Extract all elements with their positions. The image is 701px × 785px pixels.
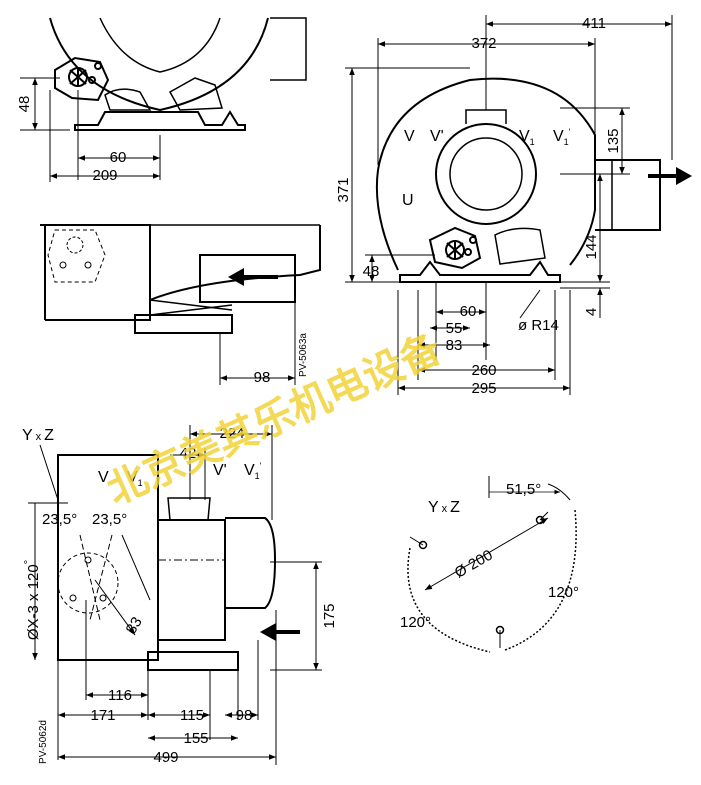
mount-lug — [54, 56, 110, 102]
dim-171: 171 — [90, 707, 115, 724]
dim-98-bottom: 98 — [236, 707, 253, 724]
bolt-spec: ØX-3 x 120° — [23, 560, 42, 640]
angle-120-left: 120° — [400, 614, 431, 631]
base-plate — [134, 314, 233, 334]
top-right-view — [375, 77, 661, 283]
outlet-flange-plate — [600, 159, 613, 231]
fan-symbol-right — [445, 236, 477, 260]
volute-outline — [375, 77, 596, 271]
dim-55: 55 — [446, 320, 463, 337]
inlet-ring — [435, 123, 537, 225]
top-left-view — [49, 17, 307, 131]
chamber — [494, 227, 546, 265]
top-right-dims — [345, 15, 673, 395]
top-nozzle — [167, 497, 211, 521]
inlet-cylinder — [158, 519, 226, 641]
label-v-bl: V — [98, 469, 109, 486]
dim-155: 155 — [183, 730, 208, 747]
right-base — [399, 260, 561, 283]
base-foot — [74, 110, 246, 131]
dim-135: 135 — [605, 128, 622, 153]
angle-right: 23,5° — [92, 511, 127, 528]
label-v1-prime: V1' — [553, 127, 571, 147]
outlet-arrow — [228, 268, 278, 286]
dim-83-diag: 83 — [123, 614, 146, 637]
dim-372: 372 — [471, 35, 496, 52]
ref-pv-5063a: PV-5063a — [298, 333, 309, 377]
angle-120-right: 120° — [548, 584, 579, 601]
middle-left-dims — [219, 302, 296, 385]
inlet-neck — [465, 109, 507, 124]
dim-144: 144 — [583, 234, 600, 259]
dim-60-right: 60 — [460, 303, 477, 320]
label-v: V — [404, 128, 415, 145]
radius-r14: ø R14 — [518, 317, 559, 334]
dim-371: 371 — [335, 177, 352, 202]
chamber-left — [104, 88, 152, 111]
angle-51-5: 51,5° — [506, 481, 541, 498]
motor-cap — [225, 517, 277, 609]
dim-116: 116 — [108, 687, 132, 704]
blower-side — [57, 454, 159, 661]
dim-499: 499 — [153, 749, 178, 766]
chamber-right — [168, 77, 223, 111]
inlet-bore — [449, 137, 523, 211]
label-v1-bl: V1 — [127, 469, 143, 488]
diameter-200: Ø 200 — [452, 547, 496, 582]
pitch-arc-right — [504, 509, 577, 651]
dim-83-right: 83 — [446, 337, 463, 354]
label-v1-prime-bl: V1' — [244, 461, 262, 481]
dim-42: 42 — [180, 445, 197, 462]
dim-175: 175 — [321, 603, 338, 628]
top-left-dims — [20, 77, 161, 182]
dim-260: 260 — [471, 362, 496, 379]
inner-arc — [99, 17, 221, 73]
dim-411: 411 — [582, 15, 606, 32]
label-v1: V1 — [519, 128, 535, 147]
dim-224: 224 — [219, 425, 244, 442]
bottom-left-dims — [28, 425, 322, 765]
ref-pv-5062d: PV-5062d — [38, 720, 49, 764]
label-v-prime: V' — [430, 128, 444, 145]
flange-ghost — [47, 229, 106, 283]
bottom-right-view — [407, 476, 577, 653]
bottom-base — [147, 651, 239, 671]
dim-209: 209 — [92, 167, 117, 184]
label-v-prime-bl: V' — [213, 462, 227, 479]
angle-left: 23,5° — [42, 511, 77, 528]
dim-60-left: 60 — [110, 149, 127, 166]
housing-outline — [49, 17, 269, 112]
outlet-flange — [595, 159, 661, 231]
motor-body — [149, 225, 321, 302]
fan-symbol — [68, 62, 102, 87]
outlet-arrow-right — [648, 167, 692, 185]
side-housing — [40, 224, 151, 321]
dim-98-middle: 98 — [254, 369, 271, 386]
inlet-arrow — [260, 623, 300, 641]
bolt-circle — [57, 552, 119, 614]
label-u: U — [402, 192, 414, 209]
dim-295: 295 — [471, 380, 496, 397]
lug — [428, 226, 482, 270]
dim-4: 4 — [583, 308, 600, 316]
watermark: 北京美其乐机电设备 — [100, 324, 449, 514]
bottom-left-view — [57, 454, 277, 671]
dim-115: 115 — [180, 707, 204, 724]
dim-48-right: 48 — [363, 263, 380, 280]
outlet-stub — [270, 17, 307, 81]
dim-48-left: 48 — [16, 96, 33, 113]
